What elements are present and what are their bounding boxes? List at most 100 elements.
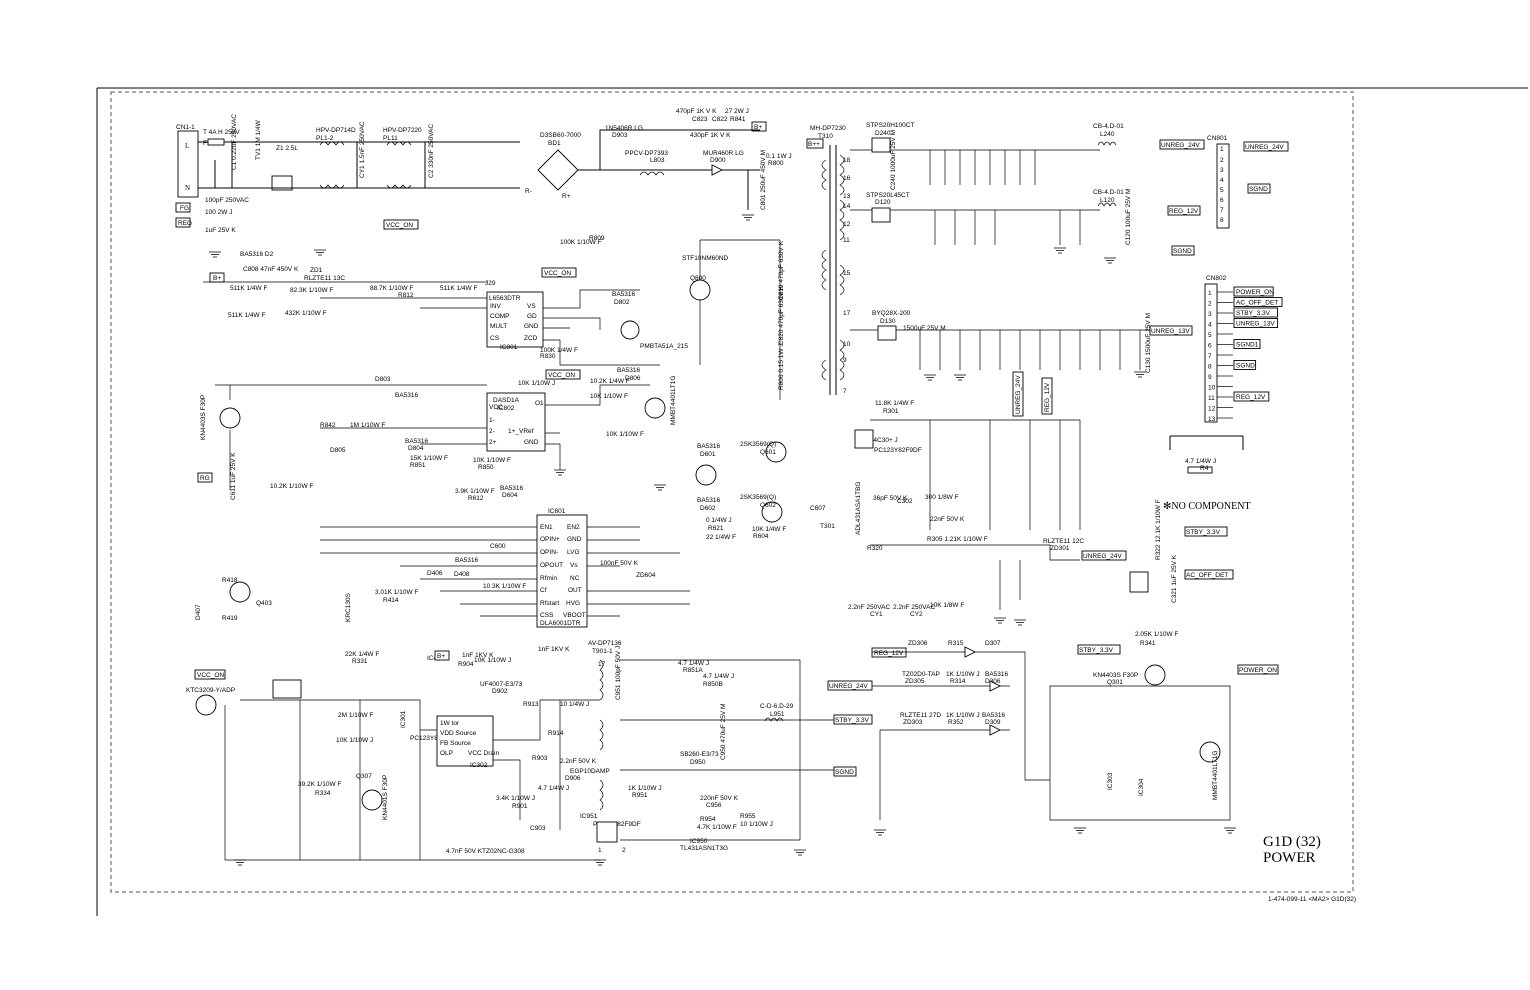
svg-text:10K 1/10W F: 10K 1/10W F <box>606 431 644 438</box>
svg-text:R809: R809 <box>589 235 605 242</box>
svg-text:MMBT4401LT1G: MMBT4401LT1G <box>1212 751 1219 800</box>
svg-text:EN1: EN1 <box>540 524 553 531</box>
svg-text:2.2nF 250VAC: 2.2nF 250VAC <box>893 604 935 611</box>
svg-text:R851: R851 <box>410 462 426 469</box>
svg-text:C820 470pF 630V K: C820 470pF 630V K <box>778 285 785 345</box>
ic302-name: IC302 <box>470 762 488 769</box>
svg-text:STPS20L45CT: STPS20L45CT <box>866 192 910 199</box>
svg-text:2SK3569(Q): 2SK3569(Q) <box>740 441 776 448</box>
dual-diode-d120-icon <box>871 207 891 223</box>
stby-label-3: STBY_3.3V <box>835 717 870 724</box>
svg-text:27 2W J: 27 2W J <box>725 108 749 115</box>
svg-text:TV1 1M 1/4W: TV1 1M 1/4W <box>255 119 262 160</box>
svg-text:D802: D802 <box>614 299 630 306</box>
page-title: G1D (32) <box>1263 834 1321 850</box>
ground-icon <box>954 374 966 381</box>
svg-text:BA5316: BA5316 <box>395 392 419 399</box>
svg-text:D240: D240 <box>875 130 891 137</box>
svg-text:R800: R800 <box>768 160 784 167</box>
svg-text:CY1 1.5nF 250VAC: CY1 1.5nF 250VAC <box>359 121 366 178</box>
svg-text:5: 5 <box>1220 187 1224 194</box>
svg-text:Rfmin: Rfmin <box>540 575 557 582</box>
rg-label: RG <box>200 475 210 482</box>
transistor-q805-icon <box>644 397 666 419</box>
svg-text:Q403: Q403 <box>256 600 272 607</box>
svg-text:BA5316: BA5316 <box>455 557 479 564</box>
svg-text:10.3K 1/10W F: 10.3K 1/10W F <box>483 583 526 590</box>
svg-text:511K 1/4W F: 511K 1/4W F <box>230 285 267 292</box>
svg-text:10 1/10W J: 10 1/10W J <box>740 821 773 828</box>
ic801-name: IC801 <box>500 344 518 351</box>
svg-text:PMBTA51A_215: PMBTA51A_215 <box>640 343 688 350</box>
transistor-q804-icon <box>219 407 241 429</box>
optocoupler-2-icon <box>1129 571 1149 593</box>
svg-text:C607: C607 <box>810 505 826 512</box>
svg-text:D408: D408 <box>454 571 470 578</box>
svg-text:1nF 1KV K: 1nF 1KV K <box>538 646 570 653</box>
svg-text:D903: D903 <box>612 132 628 139</box>
svg-text:10.2K 1/10W F: 10.2K 1/10W F <box>270 483 313 490</box>
svg-text:511K 1/4W F: 511K 1/4W F <box>228 312 265 319</box>
svg-text:STPS20H100CT: STPS20H100CT <box>866 122 914 129</box>
svg-text:N: N <box>185 184 190 192</box>
svg-text:11.8K 1/4W F: 11.8K 1/4W F <box>875 400 914 407</box>
svg-text:SGND: SGND <box>1249 186 1268 193</box>
svg-text:3.9K 1/10W F: 3.9K 1/10W F <box>455 488 495 495</box>
svg-text:6: 6 <box>1220 197 1224 204</box>
svg-text:BA5316: BA5316 <box>985 671 1009 678</box>
svg-text:R951: R951 <box>632 792 648 799</box>
ground-icon <box>1074 827 1086 834</box>
svg-text:R314: R314 <box>950 678 966 685</box>
svg-text:GND: GND <box>524 323 539 330</box>
svg-text:2.2nF 50V K: 2.2nF 50V K <box>560 758 597 765</box>
svg-text:D906: D906 <box>565 775 581 782</box>
transistor-q201-icon <box>195 694 217 716</box>
svg-text:STF10NM60ND: STF10NM60ND <box>682 255 729 262</box>
acoff-label-1: AC_OFF_DET <box>1186 572 1228 579</box>
ic601-name: IC601 <box>548 508 566 515</box>
svg-text:CB-4.D-01: CB-4.D-01 <box>1093 189 1124 196</box>
svg-text:R903: R903 <box>532 755 548 762</box>
cn801-connector[interactable] <box>1216 143 1230 229</box>
svg-text:1-: 1- <box>489 417 495 424</box>
svg-text:BA5316 D2: BA5316 D2 <box>240 251 274 258</box>
svg-text:C956: C956 <box>706 802 722 809</box>
svg-text:Vs: Vs <box>570 562 578 569</box>
svg-text:R913: R913 <box>523 701 539 708</box>
svg-text:4: 4 <box>1220 177 1224 184</box>
svg-text:R842: R842 <box>320 422 336 429</box>
svg-text:CB-4.D-01: CB-4.D-01 <box>1093 123 1124 130</box>
svg-text:R419: R419 <box>222 615 238 622</box>
svg-text:L803: L803 <box>650 157 665 164</box>
svg-text:82.3K 1/10W F: 82.3K 1/10W F <box>290 287 333 294</box>
svg-text:14: 14 <box>843 203 851 210</box>
ground-icon <box>654 484 666 491</box>
svg-text:HPV-DP714D: HPV-DP714D <box>316 127 356 134</box>
svg-text:EGP10DAMP: EGP10DAMP <box>570 768 610 775</box>
svg-text:FB Source: FB Source <box>440 740 471 747</box>
ground-icon <box>874 829 886 836</box>
svg-text:C819 470pF 630V K: C819 470pF 630V K <box>778 240 785 300</box>
svg-text:L: L <box>185 142 189 150</box>
cn802-pin-7: 7 <box>1208 353 1212 360</box>
svg-text:D804: D804 <box>408 445 424 452</box>
svg-text:1+_VRef: 1+_VRef <box>508 428 534 435</box>
svg-text:C130 1500uF 25V M: C130 1500uF 25V M <box>1145 313 1152 373</box>
main-transformer: MH-DP7230 T310 18 16 13 14 12 11 15 17 1… <box>810 125 1170 395</box>
cn1-connector <box>177 130 199 198</box>
svg-text:L951: L951 <box>770 711 785 718</box>
svg-text:KRC130S: KRC130S <box>345 592 352 622</box>
svg-text:C823: C823 <box>692 116 708 123</box>
svg-text:18: 18 <box>843 157 851 164</box>
svg-text:MUR460R LG: MUR460R LG <box>703 150 744 157</box>
cn802-name: CN802 <box>1206 275 1227 282</box>
svg-text:L120: L120 <box>1100 197 1115 204</box>
ground-icon <box>742 214 754 221</box>
svg-text:HPV-DP7220: HPV-DP7220 <box>383 127 422 134</box>
svg-text:7: 7 <box>843 388 847 395</box>
cn802-connector[interactable] <box>1204 283 1218 423</box>
svg-text:TZ02D0-TAP: TZ02D0-TAP <box>902 671 940 678</box>
svg-text:UF4007-E3/73: UF4007-E3/73 <box>480 681 523 688</box>
svg-text:RLZTE11 12C: RLZTE11 12C <box>1043 538 1084 545</box>
